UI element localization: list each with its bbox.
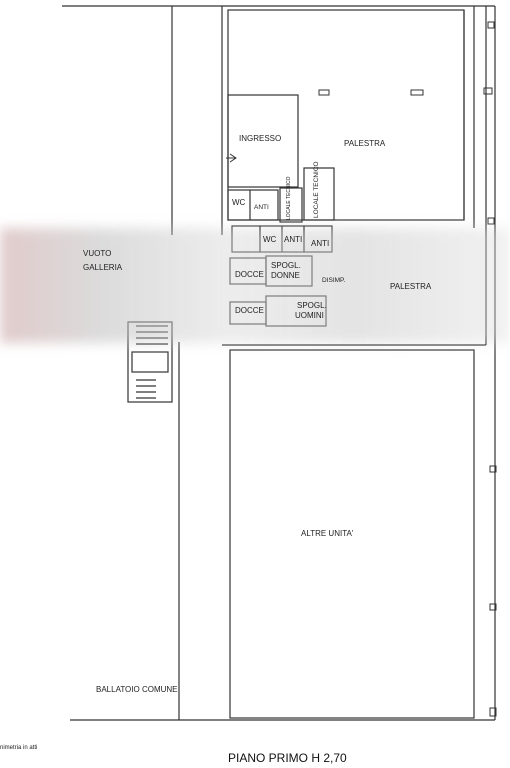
room-label-spogl-uomini-1: SPOGL.: [297, 301, 327, 310]
room-label-spogl-donne-2: DONNE: [271, 271, 300, 280]
room-label-anti-1: ANTI: [254, 204, 269, 211]
room-label-docce-1: DOCCE: [235, 270, 264, 279]
room-label-wc-1: WC: [232, 198, 246, 207]
room-label-docce-2: DOCCE: [235, 306, 264, 315]
footer-note: nimetria in atti: [0, 745, 38, 751]
room-label-palestra-top: PALESTRA: [344, 139, 386, 148]
room-label-galleria: GALLERIA: [83, 263, 123, 272]
room-label-vuoto: VUOTO: [83, 249, 112, 258]
room-label-spogl-uomini-2: UOMINI: [295, 311, 324, 320]
room-label-locale-tecnico-small: LOCALE TECNICO: [286, 176, 292, 220]
room-label-disimp: DISIMP.: [322, 277, 346, 284]
room-label-ballatoio: BALLATOIO COMUNE: [96, 685, 178, 694]
room-label-anti-2: ANTI: [284, 235, 303, 244]
room-label-anti-3: ANTI: [311, 239, 330, 248]
room-label-spogl-donne-1: SPOGL.: [271, 261, 301, 270]
room-label-locale-tecnico: LOCALE TECNICO: [313, 161, 320, 218]
floor-title: PIANO PRIMO H 2,70: [228, 751, 347, 765]
room-label-wc-2: WC: [263, 235, 277, 244]
room-label-palestra-mid: PALESTRA: [390, 282, 432, 291]
room-label-altre-unita: ALTRE UNITA': [301, 529, 354, 538]
room-label-ingresso: INGRESSO: [239, 134, 282, 143]
